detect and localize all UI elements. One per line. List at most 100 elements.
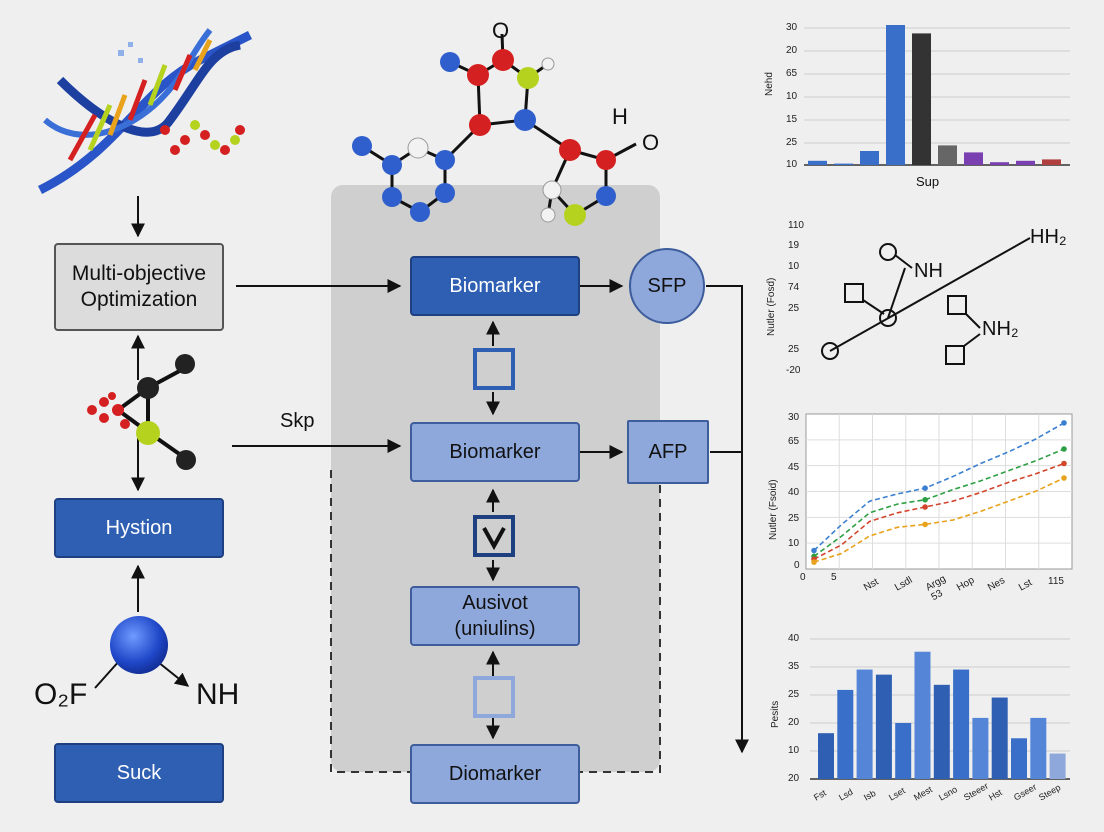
c1-ytick-4: 15 [786, 114, 798, 125]
chem-hh2: HH₂ [1030, 226, 1067, 248]
label-o2f: O₂F [34, 678, 88, 711]
c3-bar-6 [933, 684, 950, 779]
c2-ytick-5: 10 [788, 538, 800, 549]
c3-ytick-4: 10 [788, 745, 800, 756]
c3-bar-10 [1011, 738, 1027, 779]
c1-ytick-5: 25 [786, 137, 798, 148]
c1-bar-7 [990, 162, 1009, 165]
c2-point-3-4 [922, 521, 928, 528]
c3-bar-2 [856, 669, 873, 779]
connector-square-2 [473, 515, 515, 557]
biomarker-mid-box[interactable]: Biomarker [410, 422, 580, 482]
c1-bar-4 [912, 33, 931, 166]
c2-series-line-3 [813, 477, 1065, 563]
sfp-node[interactable]: SFP [629, 248, 705, 324]
c3-bar-5 [914, 651, 931, 779]
c3-ylabel: Pesits [770, 700, 781, 728]
atom-label-h: H [612, 104, 628, 129]
chem-ytick-1: 19 [788, 240, 800, 251]
c3-bar-0 [818, 733, 834, 779]
chem-ytick-5: 25 [788, 344, 800, 355]
c2-xtick-1: 5 [831, 572, 837, 583]
c1-bar-8 [1016, 160, 1035, 165]
c3-bar-9 [991, 697, 1008, 779]
c3-bar-4 [895, 723, 912, 779]
c2-series-line-2 [813, 462, 1065, 560]
check-mark-icon [482, 527, 506, 551]
c2-point-3-0 [811, 559, 817, 565]
c2-series-line-1 [813, 448, 1065, 557]
c2-point-3-9 [1061, 475, 1067, 481]
c1-ytick-3: 10 [786, 91, 798, 102]
c1-bar-1 [834, 163, 853, 165]
c1-ytick-1: 20 [786, 45, 798, 56]
c2-ytick-2: 45 [788, 462, 800, 473]
skp-label: Skp [280, 410, 315, 432]
c1-ytick-2: 65 [786, 68, 798, 79]
c1-bar-3 [886, 25, 905, 165]
c2-ytick-4: 25 [788, 513, 800, 524]
c3-bar-3 [875, 674, 892, 779]
c1-bar-6 [964, 152, 983, 165]
connector-square-1 [473, 348, 515, 390]
chem-nh2: NH₂ [982, 318, 1019, 340]
c3-ytick-3: 20 [788, 717, 800, 728]
c2-point-1-4 [922, 496, 928, 503]
chem-ytick-3: 74 [788, 282, 800, 293]
c1-bar-5 [938, 145, 957, 165]
c3-ytick-1: 35 [788, 661, 800, 672]
c2-ytick-6: 0 [794, 560, 800, 571]
c3-ytick-5: 20 [788, 773, 800, 784]
c1-bar-0 [808, 160, 827, 165]
c3-ytick-2: 25 [788, 689, 800, 700]
suck-box[interactable]: Suck [54, 743, 224, 803]
afp-box[interactable]: AFP [627, 420, 709, 484]
c3-bar-8 [972, 717, 989, 779]
c1-ytick-0: 30 [786, 22, 798, 33]
c2-point-2-9 [1061, 460, 1067, 467]
c2-ytick-1: 65 [788, 436, 800, 447]
c1-ytick-6: 10 [786, 159, 798, 170]
label-nh: NH [196, 678, 240, 711]
optimization-box[interactable]: Multi-objective Optimization [54, 243, 224, 331]
atom-label-o2: O [642, 130, 660, 155]
chem-nh: NH [914, 260, 943, 282]
chem-ytick-2: 10 [788, 261, 800, 272]
connector-square-3 [473, 676, 515, 718]
c2-ytick-3: 40 [788, 487, 800, 498]
c3-bar-11 [1030, 717, 1047, 779]
diomarker-box[interactable]: Diomarker [410, 744, 580, 804]
atom-label-o: O [492, 18, 510, 43]
c1-bar-9 [1042, 159, 1061, 165]
c2-point-2-4 [922, 504, 928, 510]
c2-point-0-9 [1061, 420, 1067, 426]
c2-xtick-8: 115 [1048, 576, 1064, 587]
c2-ytick-0: 30 [788, 412, 800, 423]
c2-point-0-0 [811, 547, 817, 554]
c3-bar-1 [837, 689, 854, 779]
chem-ytick-0: 110 [788, 220, 804, 231]
c3-bar-7 [953, 669, 970, 779]
c2-series-line-0 [813, 422, 1065, 552]
c3-ytick-0: 40 [788, 633, 800, 644]
chem-ytick-4: 25 [788, 303, 800, 314]
ausivot-box[interactable]: Ausivot (uniulins) [410, 586, 580, 646]
biomarker-top-box[interactable]: Biomarker [410, 256, 580, 316]
c1-xlabel: Sup [916, 174, 940, 189]
hystion-box[interactable]: Hystion [54, 498, 224, 558]
arrow-sfp-down [706, 285, 749, 754]
c1-bar-2 [860, 151, 879, 165]
chem-ytick-6: -20 [786, 365, 801, 376]
c3-bar-12 [1049, 753, 1066, 779]
c2-xtick-0: 0 [800, 572, 806, 583]
c2-point-1-9 [1061, 446, 1067, 452]
c2-point-0-4 [922, 485, 928, 491]
